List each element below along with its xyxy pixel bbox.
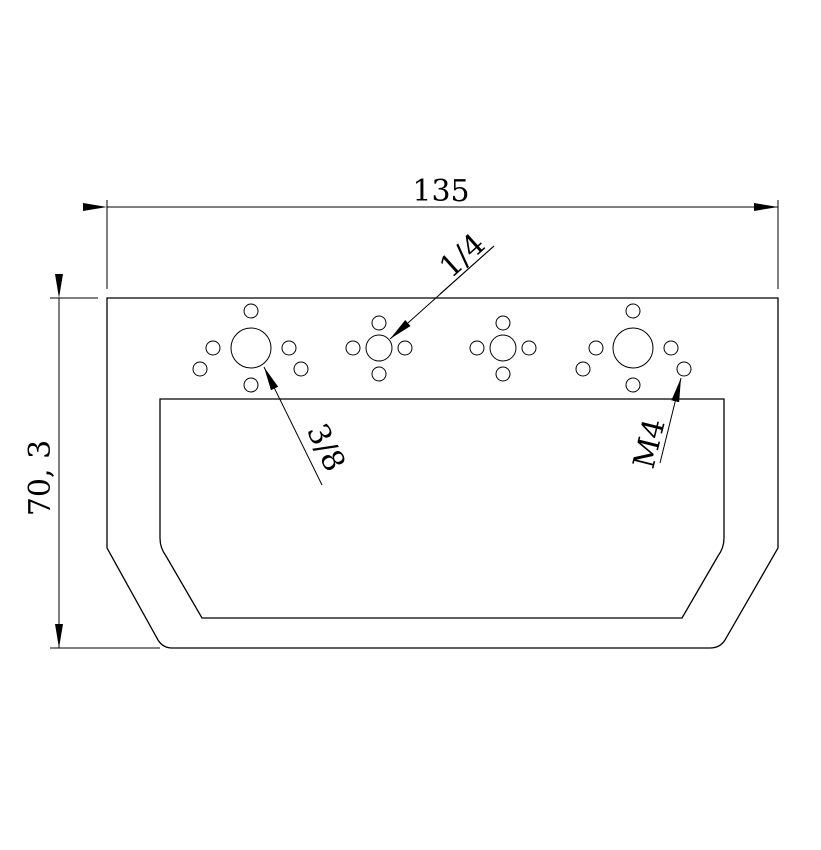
callout-m4-label: M4 <box>627 415 673 472</box>
outer-profile <box>106 297 779 649</box>
callout-three-eighths-label: 3/8 <box>299 418 352 477</box>
width-label: 135 <box>412 174 469 209</box>
hole-pattern-center-right <box>469 315 537 382</box>
width-dimension: 135 <box>83 174 779 289</box>
hole-pattern-center-left <box>345 315 413 382</box>
hole-pattern-left-large <box>192 303 309 393</box>
height-label: 70, 3 <box>23 440 58 516</box>
callout-three-eighths: 3/8 <box>263 366 352 486</box>
height-dimension: 70, 3 <box>23 274 160 649</box>
callout-quarter: 1/4 <box>389 227 495 340</box>
hole-pattern-right-large <box>575 303 692 393</box>
callout-quarter-label: 1/4 <box>433 227 492 285</box>
inner-cavity <box>159 398 725 619</box>
